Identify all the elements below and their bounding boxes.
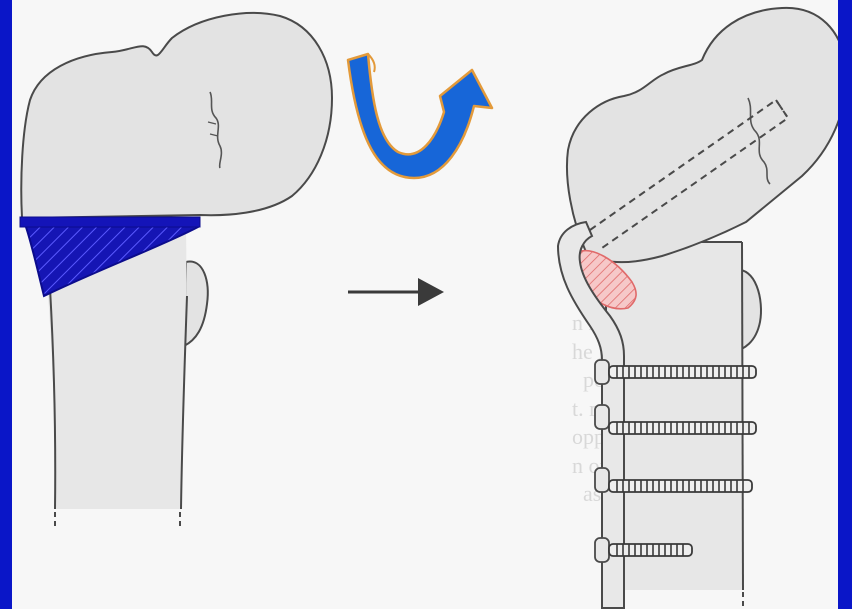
left-femur [20,13,332,530]
u-turn-arrow-icon [348,54,492,178]
screw [609,480,752,492]
screw [609,422,756,434]
screw [609,544,692,556]
osteotomy-illustration [12,0,838,609]
left-femoral-head [21,13,332,218]
illustration-panel: ardewed in a caseare poss ich alddum ed … [12,0,838,609]
right-femoral-head [567,8,838,262]
right-arrow-icon [348,278,444,306]
screw [609,366,756,378]
